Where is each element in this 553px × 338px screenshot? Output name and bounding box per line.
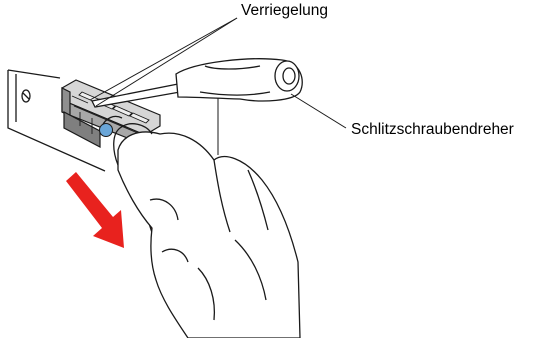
label-screwdriver: Schlitzschraubendreher xyxy=(351,121,514,139)
hand xyxy=(102,116,300,338)
leader-screwdriver xyxy=(291,94,346,128)
label-locking: Verriegelung xyxy=(241,2,328,20)
screwdriver xyxy=(92,59,302,107)
blue-dot-icon xyxy=(100,124,113,137)
red-arrow-icon xyxy=(66,172,124,248)
